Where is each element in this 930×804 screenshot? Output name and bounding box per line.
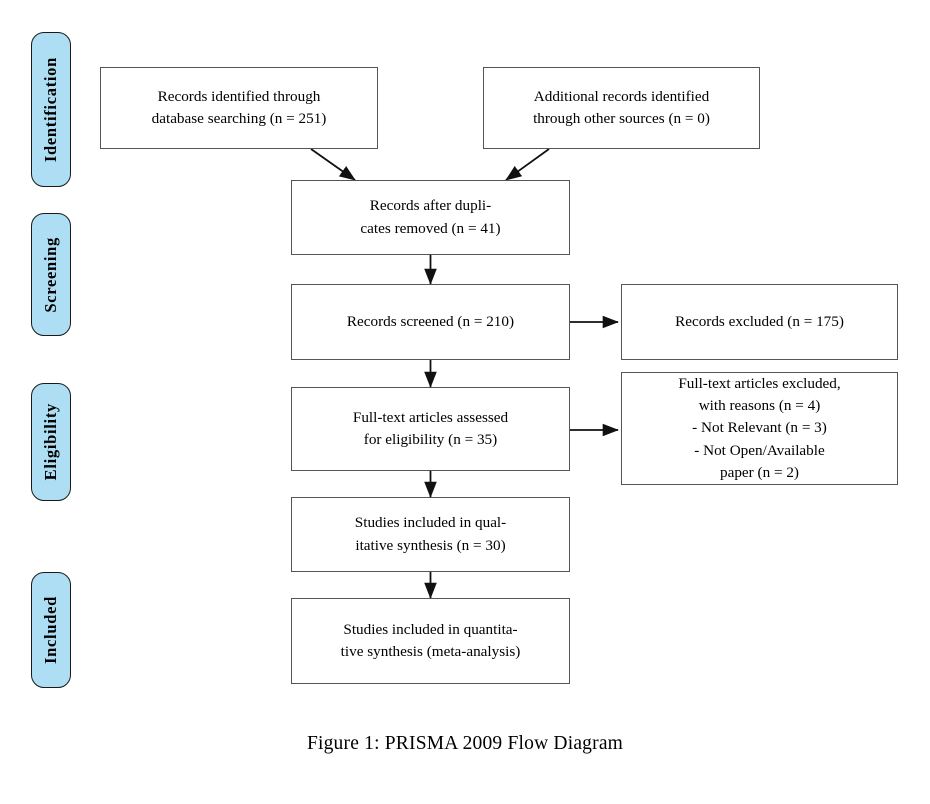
stage-badge-included: Included <box>31 572 71 688</box>
stage-label-eligibility: Eligibility <box>40 403 60 481</box>
box-additional-records-other-sources: Additional records identified through ot… <box>483 67 760 149</box>
stage-label-identification: Identification <box>40 56 60 163</box>
box-fulltext-articles-excluded: Full-text articles excluded, with reason… <box>621 372 898 485</box>
box-records-identified-database: Records identified through database sear… <box>100 67 378 149</box>
arrow-database-to-duplicates <box>310 148 356 181</box>
box-records-after-duplicates-removed-text: Records after dupli- cates removed (n = … <box>360 197 501 237</box>
stage-badge-eligibility: Eligibility <box>31 383 71 501</box>
stage-label-screening: Screening <box>40 236 60 313</box>
box-studies-qualitative-synthesis-text: Studies included in qual- itative synthe… <box>354 514 507 554</box>
box-fulltext-articles-assessed-text: Full-text articles assessed for eligibil… <box>352 408 509 448</box>
box-records-screened-text: Records screened (n = 210) <box>346 312 515 330</box>
box-records-screened: Records screened (n = 210) <box>291 284 570 360</box>
box-studies-qualitative-synthesis: Studies included in qual- itative synthe… <box>291 497 570 572</box>
box-fulltext-articles-excluded-text: Full-text articles excluded, with reason… <box>678 375 841 481</box>
box-fulltext-articles-assessed: Full-text articles assessed for eligibil… <box>291 387 570 471</box>
stage-badge-screening: Screening <box>31 213 71 336</box>
box-records-after-duplicates-removed: Records after dupli- cates removed (n = … <box>291 180 570 255</box>
box-additional-records-other-sources-text: Additional records identified through ot… <box>533 87 710 127</box>
box-records-excluded: Records excluded (n = 175) <box>621 284 898 360</box>
figure-caption: Figure 1: PRISMA 2009 Flow Diagram <box>306 733 624 754</box>
stage-badge-identification: Identification <box>31 32 71 187</box>
box-records-excluded-text: Records excluded (n = 175) <box>675 312 844 330</box>
arrow-other-sources-to-duplicates <box>505 148 550 181</box>
box-studies-quantitative-synthesis: Studies included in quantita- tive synth… <box>291 598 570 684</box>
stage-label-included: Included <box>40 596 60 664</box>
box-studies-quantitative-synthesis-text: Studies included in quantita- tive synth… <box>340 620 521 660</box>
box-records-identified-database-text: Records identified through database sear… <box>151 87 327 127</box>
